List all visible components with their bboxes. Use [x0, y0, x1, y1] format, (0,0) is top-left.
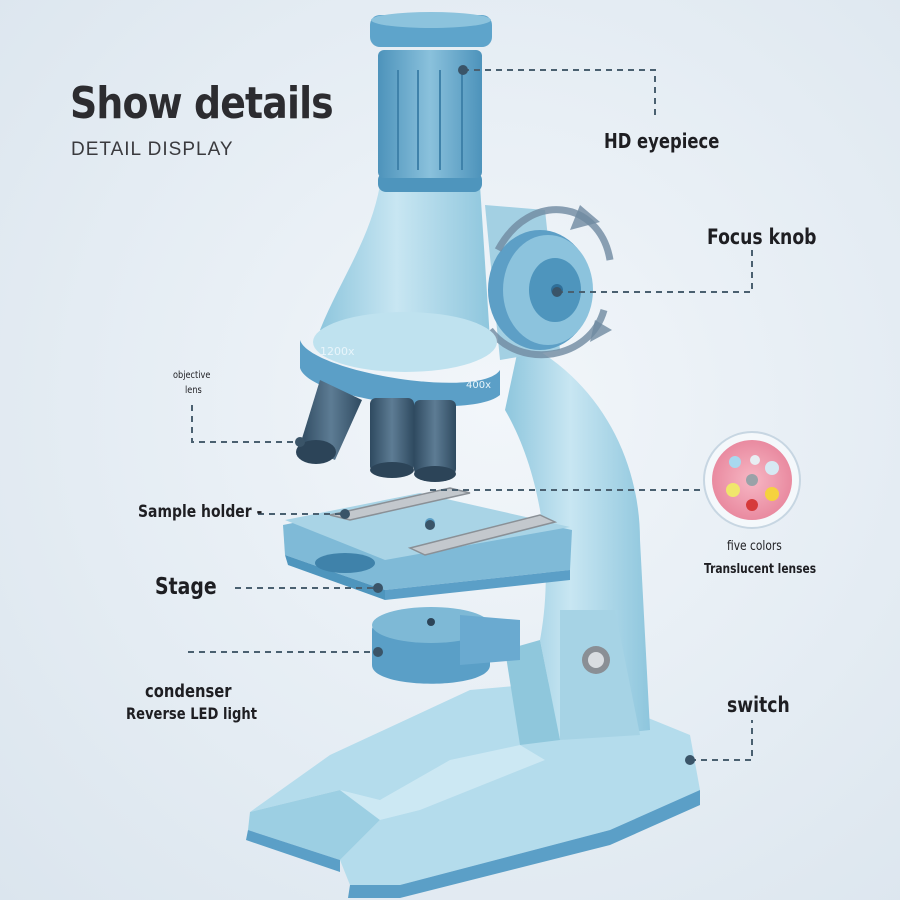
label-reverse-led-light: Reverse LED light — [126, 704, 257, 723]
label-condenser: condenser — [145, 681, 232, 702]
label-hd-eyepiece: HD eyepiece — [604, 129, 720, 153]
microscope-arm — [505, 340, 650, 745]
objective-lenses-graphic — [296, 380, 456, 482]
eyepiece-graphic — [370, 12, 492, 192]
magnification-label-high: 400x — [466, 380, 491, 391]
leader-lines — [188, 69, 753, 761]
focus-knob-graphic — [485, 205, 614, 360]
page-title: Show details — [70, 78, 334, 129]
label-five-colors: five colors — [727, 539, 782, 554]
label-translucent-lenses: Translucent lenses — [704, 562, 817, 577]
leader-dots — [295, 65, 695, 765]
condenser-graphic — [372, 607, 520, 684]
magnification-label-low: 1200x — [320, 345, 355, 358]
stage-graphic — [283, 487, 572, 600]
page-subtitle: DETAIL DISPLAY — [71, 139, 234, 160]
color-filter-wheel — [703, 431, 801, 529]
label-stage: Stage — [155, 574, 217, 600]
label-switch: switch — [727, 693, 790, 717]
label-sample-holder: Sample holder - — [138, 502, 263, 522]
label-focus-knob: Focus knob — [707, 225, 817, 249]
label-objective-line1: objective — [173, 370, 211, 381]
microscope-head: 1200x 400x — [300, 185, 500, 407]
label-objective-line2: lens — [185, 385, 202, 396]
